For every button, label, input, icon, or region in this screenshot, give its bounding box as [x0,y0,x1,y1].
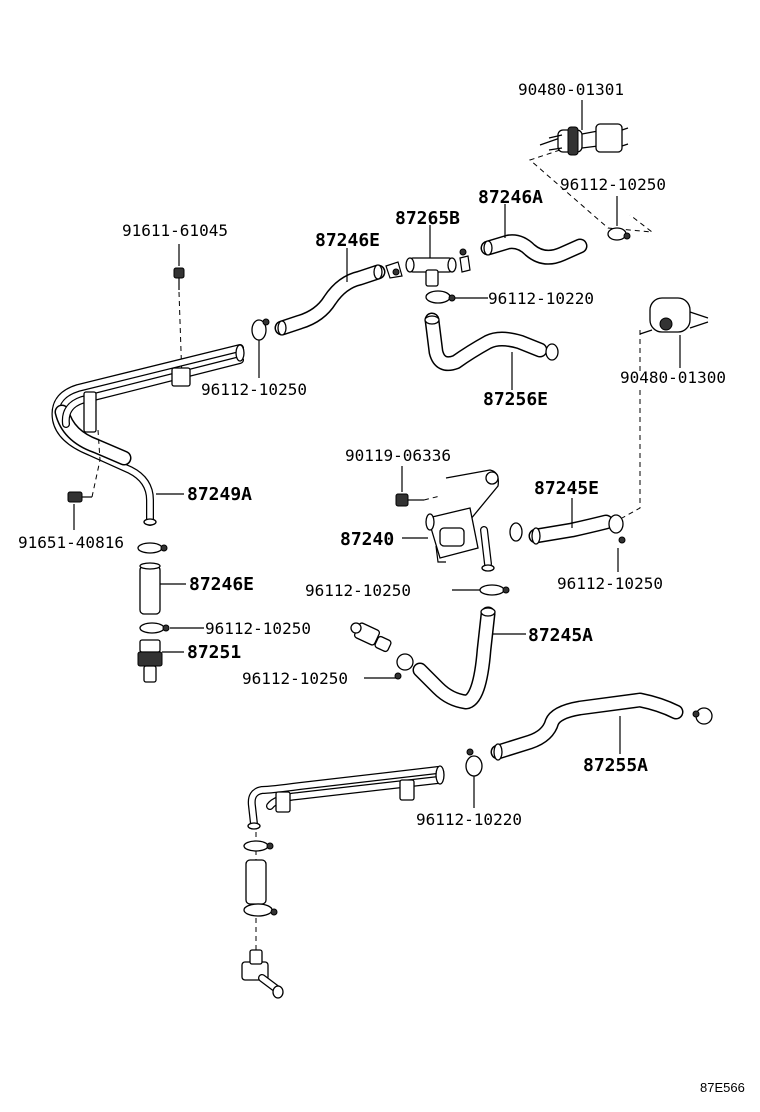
clamp-valve-right [509,522,523,542]
pipe-87249A [51,344,245,526]
label-96112-10250-d: 96112-10250 [305,581,411,600]
tee-lower [241,949,284,999]
bolt-91651-40816 [67,491,92,503]
connector-90480-01301 [539,123,629,156]
clamp-lower-2 [243,903,278,917]
hose-87246A [480,234,588,265]
hose-87246E-top [274,264,386,336]
clamp-under-87249A [137,542,168,554]
clamp-under-87246E-mid [139,622,170,634]
label-90480-01301: 90480-01301 [518,80,624,99]
clamp-96112-10220-top [425,290,456,304]
label-90119-06336: 90119-06336 [345,446,451,465]
label-91611-61045: 91611-61045 [122,221,228,240]
label-87255A: 87255A [583,755,648,776]
label-87246E-mid: 87246E [189,574,254,595]
label-87246E-top: 87246E [315,230,380,251]
dashed-line-01300 [621,330,641,519]
connector-90480-01300 [639,297,709,335]
hose-87246E-mid [139,562,161,615]
label-87249A: 87249A [187,484,252,505]
dashed-line-01301 [529,149,654,233]
label-87245A: 87245A [528,625,593,646]
clamp-under-valve [479,584,510,596]
hose-87245A [412,606,496,710]
connector-mid [350,622,392,653]
hose-87245E [528,514,614,545]
pipe-lower-assembly [247,765,445,830]
label-96112-10250-a: 96112-10250 [560,175,666,194]
bolt-90119-06336 [395,493,424,507]
label-87265B: 87265B [395,208,460,229]
hose-87255A [490,692,684,761]
label-96112-10250-f: 96112-10250 [242,669,348,688]
label-91651-40816: 91651-40816 [18,533,124,552]
label-96112-10250-b: 96112-10250 [201,380,307,399]
fitting-87251 [137,639,163,683]
label-90480-01300: 90480-01300 [620,368,726,387]
label-87246A: 87246A [478,187,543,208]
label-96112-10250-c: 96112-10250 [557,574,663,593]
hose-87256E [424,312,559,372]
hose-lower-short [245,859,267,905]
clamp-top-right [607,227,631,241]
bolt-91611-61045 [173,267,185,290]
valve-87240 [425,469,499,572]
label-96112-10220-a: 96112-10220 [488,289,594,308]
clamp-87245E-right [608,514,626,544]
diagram-code: 87E566 [700,1080,745,1095]
dashed-line-90119 [423,495,441,501]
label-87256E: 87256E [483,389,548,410]
dashed-line-91651 [91,429,101,498]
label-87245E: 87245E [534,478,599,499]
clamp-lower-1 [243,840,274,852]
clamp-87255A-right [692,707,713,725]
label-96112-10250-e: 96112-10250 [205,619,311,638]
tee-87265B [385,248,471,287]
clamp-96112-10220-lower [465,748,483,777]
label-96112-10220-b: 96112-10220 [416,810,522,829]
clamp-upper-left [251,318,270,341]
label-87240: 87240 [340,529,394,550]
clamp-lower-mid [394,653,414,680]
label-87251: 87251 [187,642,241,663]
